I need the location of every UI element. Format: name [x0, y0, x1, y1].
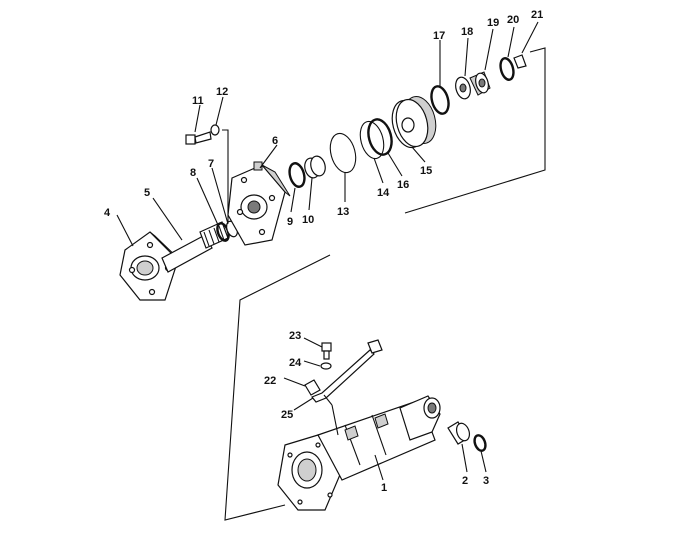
callout-2: 2	[462, 475, 468, 487]
part-24-washer	[320, 362, 332, 370]
detail-boundary-lines	[222, 47, 546, 521]
part-1-cylinder-housing	[277, 395, 441, 511]
callout-3: 3	[483, 475, 489, 487]
part-3-ring	[473, 434, 487, 452]
callout-9: 9	[287, 216, 293, 228]
callout-17: 17	[433, 30, 445, 42]
callout-10: 10	[302, 214, 314, 226]
callout-6: 6	[272, 135, 278, 147]
callout-19: 19	[487, 17, 499, 29]
part-18-washer	[455, 76, 471, 100]
callout-1: 1	[381, 482, 387, 494]
callout-13: 13	[337, 206, 349, 218]
callout-16: 16	[397, 179, 409, 191]
callout-23: 23	[289, 330, 301, 342]
part-21-pin	[513, 54, 527, 69]
callout-15: 15	[420, 165, 432, 177]
callout-14: 14	[377, 187, 390, 199]
callout-5: 5	[144, 187, 150, 199]
part-14-ring	[359, 120, 385, 160]
callout-11: 11	[192, 95, 204, 107]
part-17-o-ring	[430, 85, 450, 115]
part-19-nut	[469, 71, 491, 96]
part-13-ring	[329, 132, 357, 174]
part-6-end-cap	[227, 161, 291, 246]
part-15-piston	[391, 95, 437, 149]
part-2-bushing	[447, 421, 471, 445]
part-11-bolt	[185, 131, 212, 145]
part-16-ring	[367, 118, 393, 156]
part-25-tube	[311, 339, 383, 436]
part-12-washer	[210, 124, 220, 136]
callout-18: 18	[461, 26, 473, 38]
callout-20: 20	[507, 14, 519, 26]
part-5-shaft	[161, 221, 229, 273]
callout-7: 7	[208, 158, 214, 170]
part-20-ring	[499, 57, 515, 81]
callout-24: 24	[289, 357, 302, 369]
part-10-bushing	[304, 155, 326, 179]
callout-8: 8	[190, 167, 196, 179]
part-23-screw	[321, 342, 332, 360]
leader-lines	[116, 21, 539, 481]
callout-21: 21	[531, 9, 543, 21]
callout-labels: 1 2 3 4 5 6 7 8 9 10 11 12 13 14 15 16 1…	[104, 9, 543, 494]
callout-12: 12	[216, 86, 228, 98]
callout-25: 25	[281, 409, 293, 421]
callout-22: 22	[264, 375, 276, 387]
part-9-seal	[288, 162, 306, 188]
part-22-fitting	[304, 379, 321, 396]
callout-4: 4	[104, 207, 111, 219]
part-4-flange	[119, 231, 183, 301]
